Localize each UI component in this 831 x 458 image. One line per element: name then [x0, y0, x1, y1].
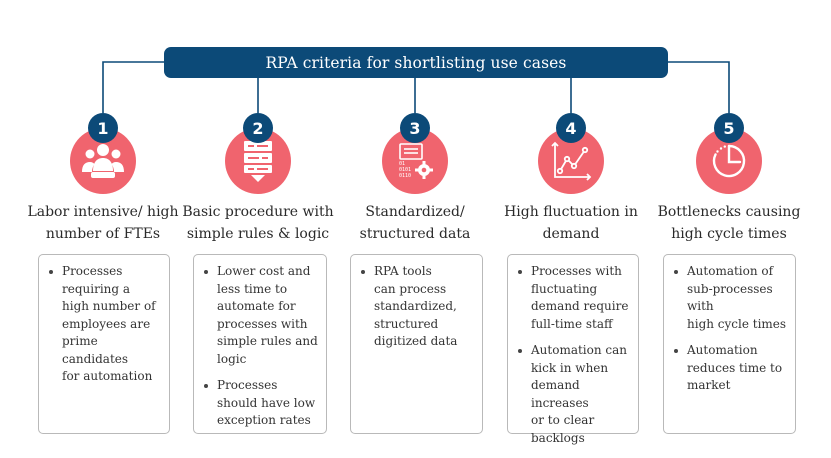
criterion-5-details: Automation of sub-processes with high cy…	[663, 254, 796, 434]
svg-text:0110: 0110	[399, 173, 411, 179]
heading-line: structured data	[359, 226, 471, 242]
heading-line: Basic procedure with	[182, 204, 334, 220]
bullet-line: less time to	[217, 281, 288, 296]
bullet-item: Processes requiring a high number of emp…	[48, 263, 161, 386]
bullet-line: Lower cost and	[217, 264, 311, 278]
step-number-badge: 4	[556, 113, 586, 143]
criterion-3: 3 01 0101 0110 Standardized/	[330, 0, 500, 458]
bullet-line: reduces time to	[687, 360, 783, 375]
bullet-line: digitized data	[374, 334, 458, 348]
criterion-4-details: Processes with fluctuating demand requir…	[507, 254, 639, 445]
heading-line: demand	[542, 226, 600, 242]
heading-line: High fluctuation in	[504, 204, 638, 220]
criterion-heading: Basic procedure with simple rules & logi…	[173, 201, 343, 245]
step-number-badge: 2	[243, 113, 273, 143]
bullet-line: full-time staff	[531, 316, 613, 331]
heading-line: number of FTEs	[45, 226, 161, 242]
bullet-line: can process	[374, 281, 447, 296]
bullet-item: Automation of sub-processes with high cy…	[673, 263, 787, 333]
criterion-heading: Labor intensive/ high number of FTEs	[18, 201, 188, 245]
bullet-line: backlogs	[531, 430, 585, 445]
bullet-line: Automation can	[531, 343, 628, 357]
bullet-line: fluctuating	[531, 281, 598, 296]
criterion-heading: High fluctuation in demand	[486, 201, 656, 245]
bullet-line: high number of	[62, 299, 156, 313]
bullet-line: Processes with	[531, 264, 622, 278]
bullet-line: market	[687, 378, 731, 392]
bullet-line: RPA tools	[374, 264, 432, 278]
bullet-line: requiring a	[62, 281, 131, 296]
diagram-title: RPA criteria for shortlisting use cases	[164, 47, 668, 78]
bullet-line: simple rules and	[217, 334, 318, 348]
criterion-2: 2 Basic procedure with simple rules & lo…	[173, 0, 343, 458]
bullet-item: Processes should have low exception rate…	[203, 377, 318, 430]
bullet-line: structured	[374, 316, 439, 331]
bullet-line: Automation	[687, 343, 758, 357]
bullet-line: high cycle times	[687, 316, 787, 331]
criterion-1: 1 Labor intensive/ high number of FTEs	[18, 0, 188, 458]
bullet-line: automate for	[217, 299, 296, 313]
step-number-badge: 5	[714, 113, 744, 143]
bullet-line: Processes	[62, 264, 123, 278]
criterion-heading: Standardized/ structured data	[330, 201, 500, 245]
heading-line: Bottlenecks causing	[657, 204, 801, 220]
criterion-5: 5 Bottlenecks causing high cycle times	[644, 0, 814, 458]
criterion-2-details: Lower cost and less time to automate for…	[193, 254, 327, 434]
bullet-line: Processes	[217, 378, 278, 392]
bullet-line: for automation	[62, 369, 153, 383]
heading-line: Standardized/	[365, 204, 465, 220]
bullet-line: standardized,	[374, 299, 457, 313]
criterion-heading: Bottlenecks causing high cycle times	[644, 201, 814, 245]
bullet-line: or to clear	[531, 413, 595, 427]
bullet-line: exception rates	[217, 413, 311, 427]
bullet-item: Processes with fluctuating demand requir…	[517, 263, 630, 333]
bullet-item: Automation can kick in when demand incre…	[517, 342, 630, 447]
svg-text:0101: 0101	[399, 167, 411, 173]
heading-line: simple rules & logic	[186, 226, 330, 242]
data-gear-icon: 01 0101 0110	[382, 128, 448, 194]
bullet-line: demand require	[531, 299, 629, 313]
svg-text:01: 01	[399, 161, 405, 167]
criterion-1-details: Processes requiring a high number of emp…	[38, 254, 170, 434]
bullet-line: logic	[217, 351, 247, 366]
criterion-3-details: RPA tools can process standardized, stru…	[350, 254, 483, 434]
bullet-item: Automation reduces time to market	[673, 342, 787, 395]
bullet-item: Lower cost and less time to automate for…	[203, 263, 318, 368]
bullet-line: demand increases	[531, 378, 589, 410]
bullet-line: should have low	[217, 395, 316, 410]
step-number-badge: 1	[88, 113, 118, 143]
bullet-line: employees are	[62, 316, 151, 331]
heading-line: Labor intensive/ high	[27, 204, 179, 220]
bullet-line: Automation of	[687, 264, 774, 278]
bullet-item: RPA tools can process standardized, stru…	[360, 263, 474, 351]
people-group-icon	[70, 128, 136, 194]
bullet-line: kick in when	[531, 360, 609, 375]
bullet-line: processes with	[217, 316, 308, 331]
step-number-badge: 3	[400, 113, 430, 143]
criterion-4: 4 High fluctuation in demand	[486, 0, 656, 458]
bullet-line: sub-processes with	[687, 281, 773, 314]
bullet-line: prime candidates	[62, 334, 129, 366]
heading-line: high cycle times	[671, 226, 787, 242]
